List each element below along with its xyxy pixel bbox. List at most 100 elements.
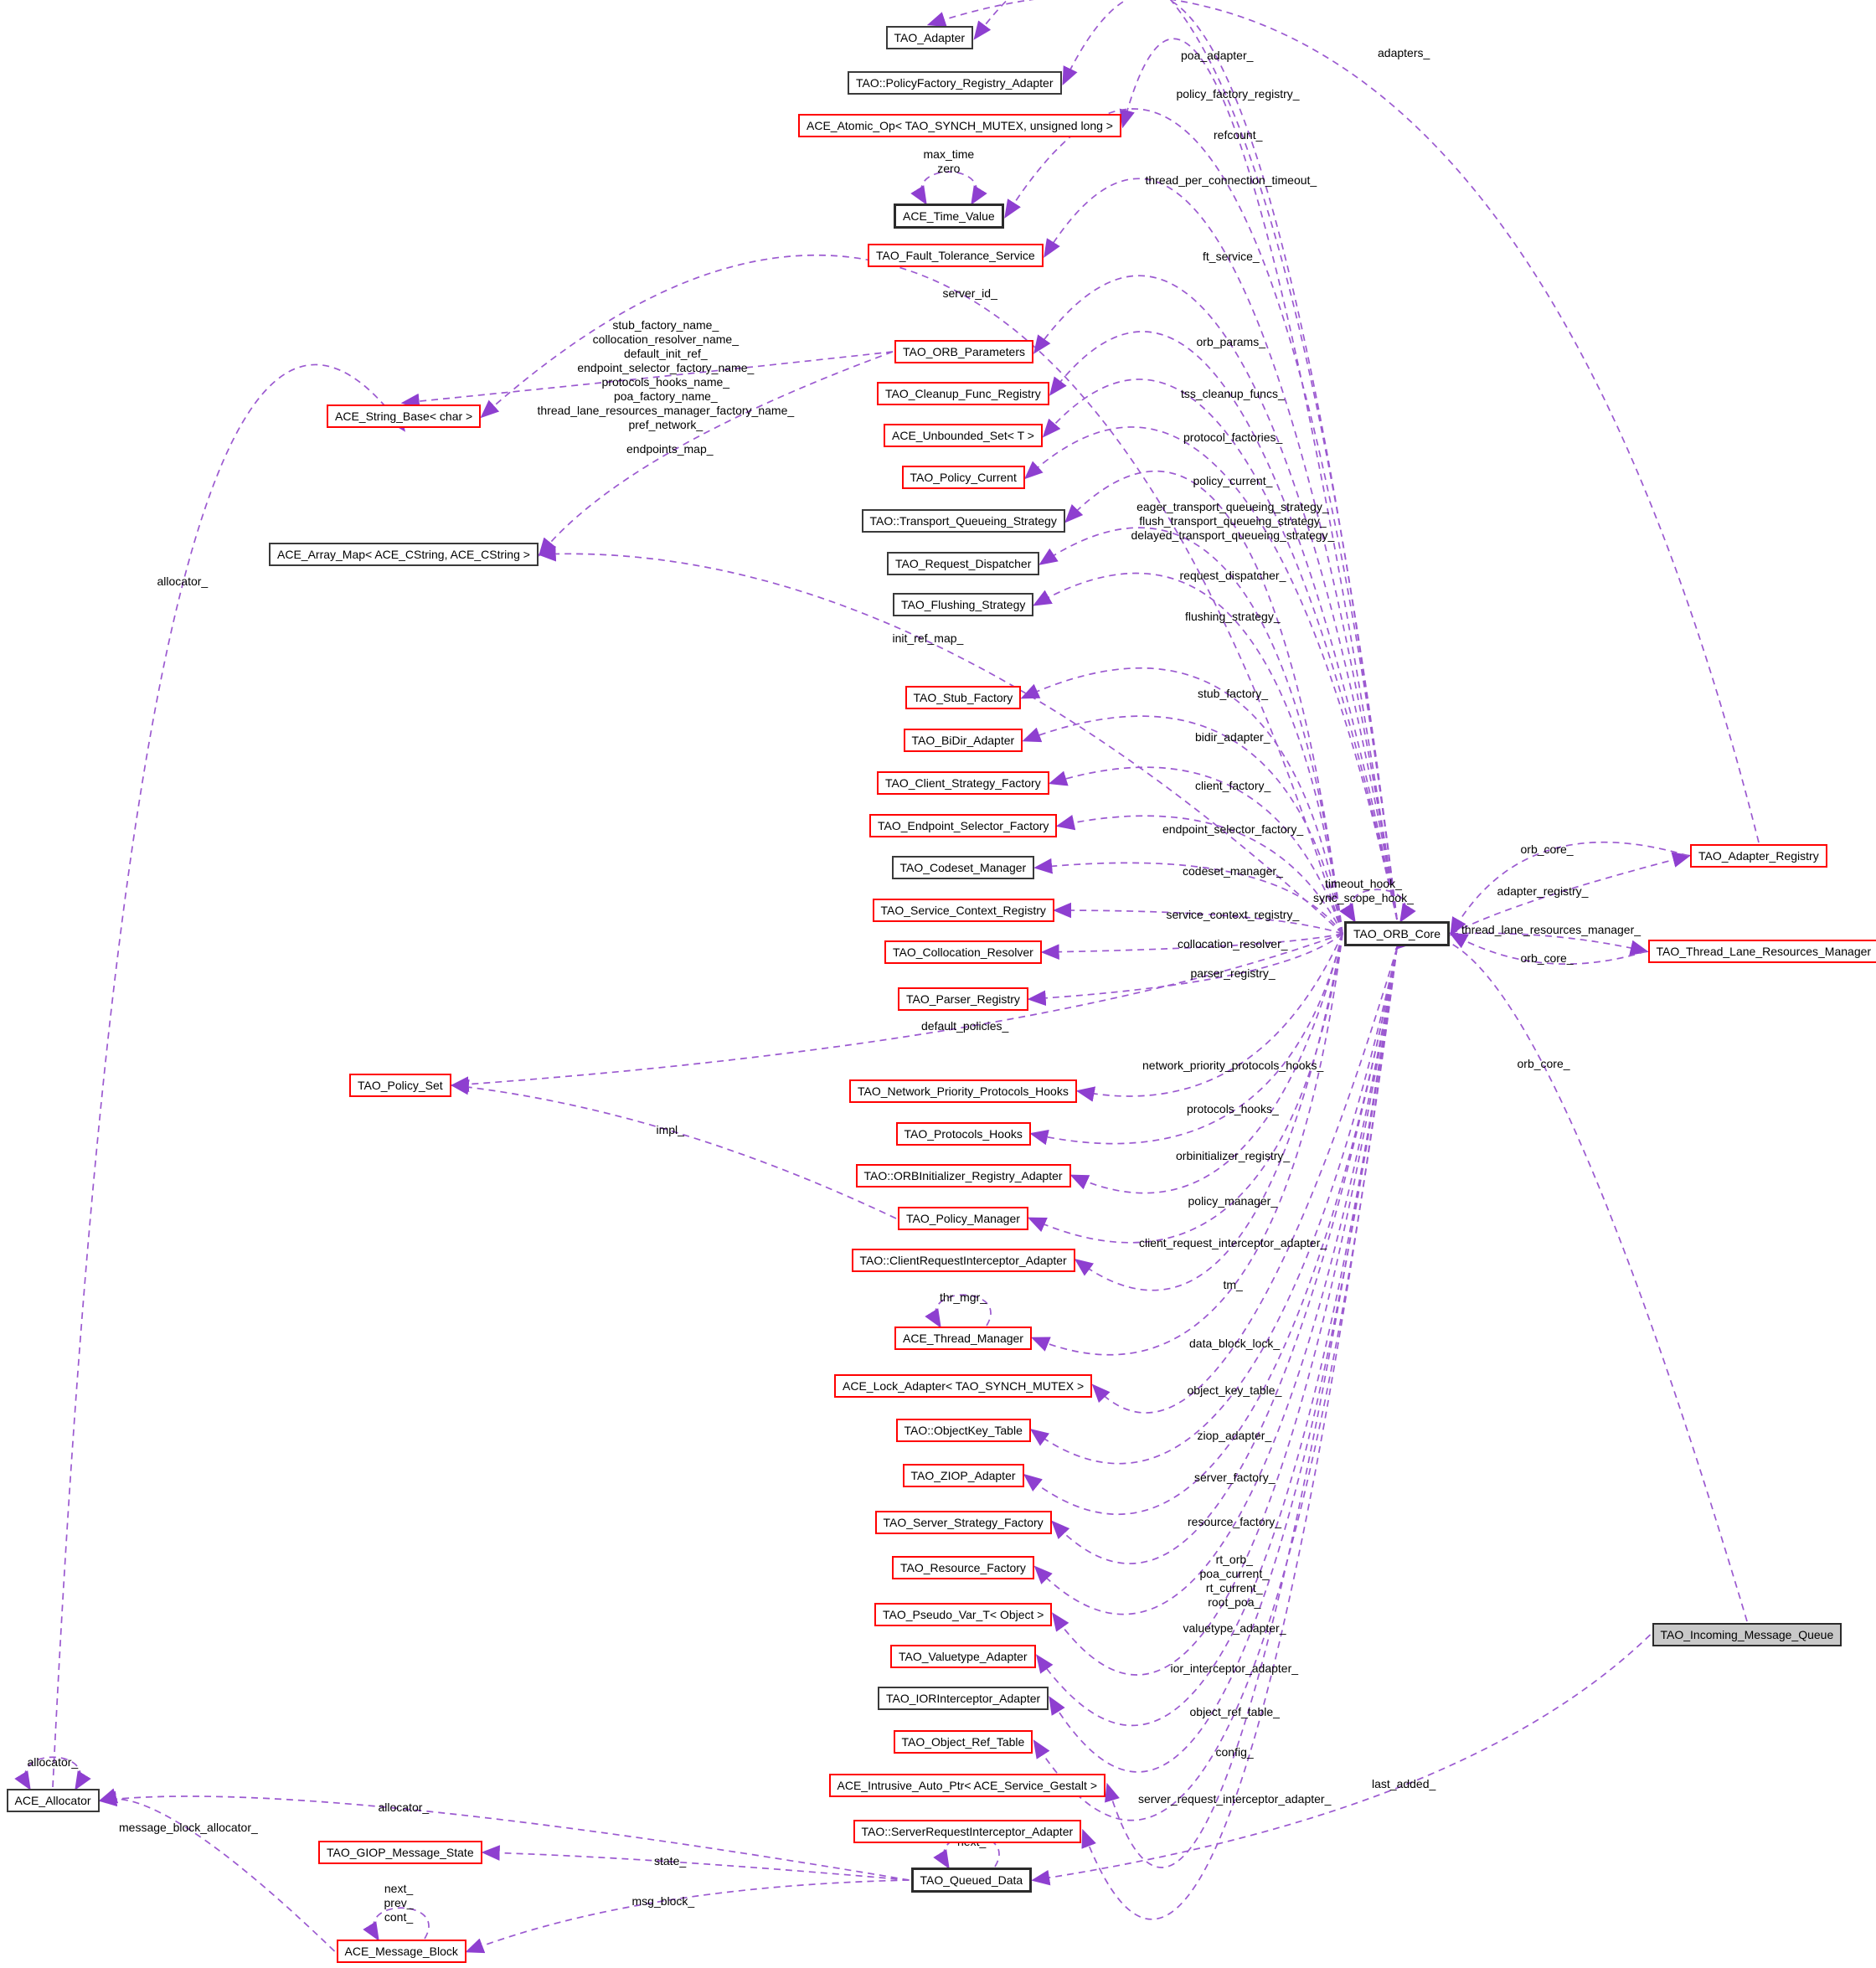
edge-label-line: server_factory_: [1194, 1470, 1276, 1484]
edge-orb_params-string_base: [400, 351, 894, 410]
node-obj_ref[interactable]: TAO_Object_Ref_Table: [893, 1730, 1033, 1754]
edge-orb_core-policyfactory: [1062, 0, 1398, 920]
edge-label-server_req_int: server_request_interceptor_adapter_: [1138, 1792, 1331, 1806]
node-lock_adapter[interactable]: ACE_Lock_Adapter< TAO_SYNCH_MUTEX >: [834, 1374, 1093, 1398]
edge-label-line: resource_factory_: [1188, 1514, 1282, 1528]
edge-orb_core-colloc: [1040, 933, 1343, 961]
edge-label-line: config_: [1215, 1744, 1254, 1759]
node-flush[interactable]: TAO_Flushing_Strategy: [893, 593, 1034, 616]
edge-label-request_dispatcher: request_dispatcher_: [1180, 569, 1286, 583]
node-stub_factory[interactable]: TAO_Stub_Factory: [904, 686, 1022, 709]
edge-label-line: allocator_: [157, 574, 209, 588]
node-time_value[interactable]: ACE_Time_Value: [894, 203, 1004, 229]
node-cleanup[interactable]: TAO_Cleanup_Func_Registry: [877, 382, 1049, 405]
edge-orb_core-orbinit: [1069, 933, 1343, 1194]
node-server_sf[interactable]: TAO_Server_Strategy_Factory: [874, 1511, 1052, 1534]
node-resource[interactable]: TAO_Resource_Factory: [892, 1556, 1034, 1579]
edge-label-ior_int_adapter: ior_interceptor_adapter_: [1171, 1661, 1299, 1676]
node-string_base[interactable]: ACE_String_Base< char >: [327, 404, 482, 428]
node-adapter_registry[interactable]: TAO_Adapter_Registry: [1690, 844, 1827, 868]
node-policy_mgr[interactable]: TAO_Policy_Manager: [898, 1207, 1028, 1230]
edge-orb_core-bidir: [1022, 715, 1343, 935]
edge-label-line: protocol_factories_: [1183, 430, 1283, 444]
node-queued_data[interactable]: TAO_Queued_Data: [910, 1868, 1033, 1893]
node-policy_set[interactable]: TAO_Policy_Set: [349, 1074, 451, 1097]
edge-orb_core-tqs: [1064, 470, 1343, 935]
edge-label-thr_mgr: thr_mgr_: [940, 1291, 987, 1305]
node-ft_service[interactable]: TAO_Fault_Tolerance_Service: [868, 244, 1044, 267]
node-incoming_q[interactable]: TAO_Incoming_Message_Queue: [1652, 1623, 1842, 1646]
edge-label-line: ft_service_: [1203, 249, 1260, 263]
node-unbounded[interactable]: ACE_Unbounded_Set< T >: [884, 424, 1043, 447]
node-thread_mgr[interactable]: ACE_Thread_Manager: [894, 1327, 1032, 1350]
node-sri_adapter[interactable]: TAO::ServerRequestInterceptor_Adapter: [853, 1820, 1082, 1843]
edge-label-line: adapter_registry_: [1497, 884, 1589, 898]
edge-label-line: init_ref_map_: [892, 631, 964, 645]
edge-label-object_ref_table: object_ref_table_: [1190, 1705, 1280, 1719]
edge-orb_core-ziop: [1023, 947, 1398, 1516]
edge-label-line: thread_lane_resources_manager_: [1461, 922, 1642, 936]
node-req_disp[interactable]: TAO_Request_Dispatcher: [887, 552, 1040, 575]
node-policy_current[interactable]: TAO_Policy_Current: [901, 466, 1025, 489]
node-colloc[interactable]: TAO_Collocation_Resolver: [884, 940, 1042, 964]
node-orb_core[interactable]: TAO_ORB_Core: [1344, 921, 1450, 946]
edge-label-line: zero: [937, 162, 961, 175]
node-tao_adapter[interactable]: TAO_Adapter: [885, 26, 974, 49]
node-objectkey[interactable]: TAO::ObjectKey_Table: [895, 1419, 1031, 1442]
edge-orb_core-policy_current: [1023, 426, 1398, 920]
edge-label-line: orb_core_: [1520, 951, 1574, 965]
edge-orb_core-server_sf: [1051, 947, 1398, 1564]
edge-label-line: allocator_: [378, 1800, 430, 1814]
node-orbinit[interactable]: TAO::ORBInitializer_Registry_Adapter: [855, 1164, 1071, 1187]
edge-orb_core-valuetype: [1036, 947, 1398, 1727]
node-parser[interactable]: TAO_Parser_Registry: [898, 987, 1028, 1011]
node-tqs[interactable]: TAO::Transport_Queueing_Strategy: [861, 509, 1065, 533]
edge-label-endpoint_sel_fac: endpoint_selector_factory_: [1162, 822, 1303, 837]
node-policyfactory[interactable]: TAO::PolicyFactory_Registry_Adapter: [848, 71, 1062, 95]
node-allocator[interactable]: ACE_Allocator: [6, 1789, 100, 1812]
edge-orb_core-orb_params: [1033, 275, 1398, 920]
edge-orb_core-string_base: [480, 254, 1343, 935]
node-msg_block[interactable]: ACE_Message_Block: [336, 1940, 466, 1963]
edge-label-server_factory: server_factory_: [1194, 1471, 1275, 1485]
edge-label-client_req_int: client_request_interceptor_adapter_: [1139, 1236, 1327, 1250]
node-codeset[interactable]: TAO_Codeset_Manager: [891, 856, 1035, 879]
edge-label-line: state_: [654, 1853, 687, 1868]
node-pseudo_var[interactable]: TAO_Pseudo_Var_T< Object >: [874, 1603, 1053, 1626]
node-ior[interactable]: TAO_IORInterceptor_Adapter: [878, 1687, 1049, 1710]
node-atomic_op[interactable]: ACE_Atomic_Op< TAO_SYNCH_MUTEX, unsigned…: [798, 114, 1121, 137]
node-net_prio[interactable]: TAO_Network_Priority_Protocols_Hooks: [849, 1079, 1077, 1103]
edge-label-policy_current: policy_current_: [1193, 474, 1273, 488]
edge-msg_block-allocator: [98, 1788, 336, 1952]
node-svc_ctx[interactable]: TAO_Service_Context_Registry: [872, 899, 1054, 922]
edge-orb_core-cleanup: [1049, 331, 1398, 920]
node-proto_hooks[interactable]: TAO_Protocols_Hooks: [895, 1122, 1031, 1146]
edge-label-next_prev_cont: next_prev_cont_: [384, 1882, 414, 1924]
edge-adapter_registry-orb_core: [1450, 841, 1689, 936]
node-valuetype[interactable]: TAO_Valuetype_Adapter: [890, 1645, 1036, 1668]
node-ziop[interactable]: TAO_ZIOP_Adapter: [902, 1464, 1024, 1487]
node-endpoint_sf[interactable]: TAO_Endpoint_Selector_Factory: [869, 814, 1058, 837]
edge-label-line: client_request_interceptor_adapter_: [1139, 1235, 1327, 1249]
edge-queued_data-allocator: [98, 1790, 910, 1881]
edge-orb_core-pseudo_var: [1052, 947, 1398, 1676]
node-giop_state[interactable]: TAO_GIOP_Message_State: [318, 1841, 482, 1864]
edge-label-protocol_factories: protocol_factories_: [1183, 430, 1282, 445]
node-orb_params[interactable]: TAO_ORB_Parameters: [894, 340, 1034, 363]
node-intrusive[interactable]: ACE_Intrusive_Auto_Ptr< ACE_Service_Gest…: [828, 1774, 1106, 1797]
node-client_sf[interactable]: TAO_Client_Strategy_Factory: [877, 771, 1049, 795]
node-bidir[interactable]: TAO_BiDir_Adapter: [903, 729, 1023, 752]
edge-label-line: object_ref_table_: [1189, 1704, 1280, 1718]
node-tlrm[interactable]: TAO_Thread_Lane_Resources_Manager: [1647, 940, 1876, 963]
edge-label-refcount: refcount_: [1214, 128, 1262, 142]
node-array_map[interactable]: ACE_Array_Map< ACE_CString, ACE_CString …: [269, 543, 539, 566]
edge-label-default_policies: default_policies_: [921, 1019, 1008, 1033]
edge-label-poa_adapter: poa_adapter_: [1181, 49, 1253, 63]
edge-allocator-string_base: [52, 363, 405, 1788]
node-cri_adapter[interactable]: TAO::ClientRequestInterceptor_Adapter: [851, 1249, 1075, 1272]
edge-label-line: flushing_strategy_: [1185, 609, 1281, 623]
edge-label-config: config_: [1216, 1745, 1254, 1759]
edge-label-line: orbinitializer_registry_: [1176, 1148, 1291, 1162]
edge-label-line: orb_core_: [1520, 842, 1574, 856]
